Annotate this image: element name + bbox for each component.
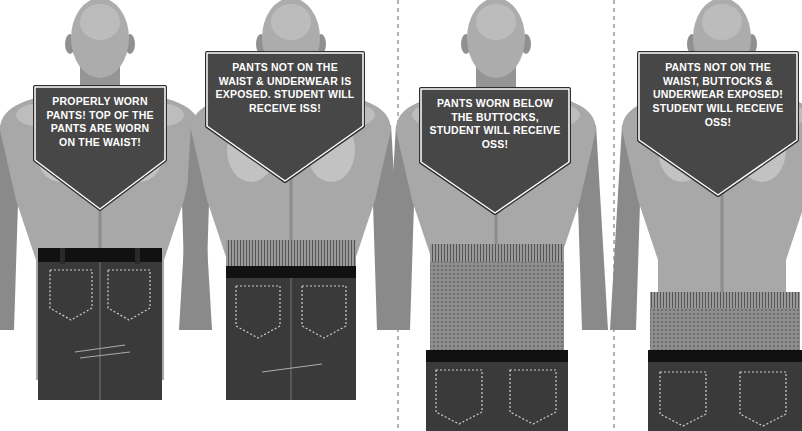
arrow-callout: PANTS NOT ON THE WAIST, BUTTOCKS & UNDER… [638,52,798,196]
arrow-callout: PROPERLY WORN PANTS! TOP OF THE PANTS AR… [34,86,166,210]
callout-text: PANTS WORN BELOW THE BUTTOCKS, STUDENT W… [420,88,570,156]
arrow-outline [35,87,165,209]
arrow-callout: PANTS WORN BELOW THE BUTTOCKS, STUDENT W… [420,88,570,214]
arrow-outline [421,89,569,213]
arrow-outline [207,53,363,181]
arrow-callout: PANTS NOT ON THE WAIST & UNDERWEAR IS EX… [206,52,364,182]
callout-text: PROPERLY WORN PANTS! TOP OF THE PANTS AR… [34,86,166,154]
arrow-fill [35,87,165,209]
arrow-outline [639,53,797,195]
callout-text: PANTS NOT ON THE WAIST, BUTTOCKS & UNDER… [638,52,798,133]
arrow-fill [421,89,569,213]
arrow-fill [207,53,363,181]
arrow-fill [639,53,797,195]
callout-text: PANTS NOT ON THE WAIST & UNDERWEAR IS EX… [206,52,364,120]
